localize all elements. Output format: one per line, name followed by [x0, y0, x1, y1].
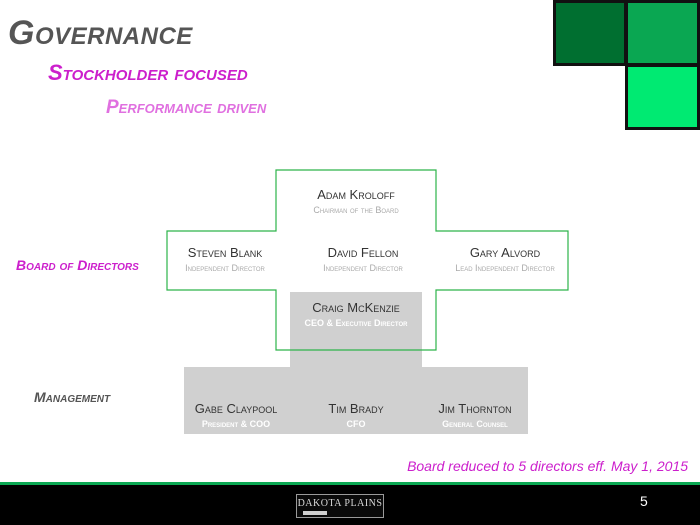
company-logo: DAKOTA PLAINS [296, 494, 384, 518]
director-card-1: Steven Blank Independent Director [170, 245, 280, 273]
director-card-3: Gary Alvord Lead Independent Director [442, 245, 568, 273]
management-card-1: Gabe Claypool President & COO [186, 401, 286, 429]
board-reduction-note: Board reduced to 5 directors eff. May 1,… [407, 458, 688, 474]
person-name: Gabe Claypool [194, 401, 278, 416]
person-name: Steven Blank [187, 245, 263, 260]
person-role: Chairman of the Board [313, 205, 399, 215]
ceo-card: Craig McKenzie CEO & Executive Director [296, 300, 416, 328]
subtitle-performance: Performance driven [106, 97, 267, 118]
logo-mark [303, 511, 327, 515]
person-name: Gary Alvord [469, 245, 541, 260]
person-role: General Counsel [442, 419, 508, 429]
person-name: Jim Thornton [438, 401, 512, 416]
person-role: CFO [346, 419, 366, 429]
slide-title: Governance [8, 14, 193, 52]
person-role: President & COO [201, 419, 271, 429]
decor-square-mid [625, 0, 700, 66]
person-role: Independent Director [323, 263, 403, 273]
person-role: CEO & Executive Director [304, 318, 408, 328]
page-number: 5 [640, 493, 648, 509]
person-role: Independent Director [185, 263, 265, 273]
board-label: Board of Directors [16, 257, 139, 273]
management-label: Management [34, 389, 111, 405]
management-box [184, 367, 528, 434]
decor-square-dark [553, 0, 627, 66]
director-card-2: David Fellon Independent Director [308, 245, 418, 273]
chairman-card: Adam Kroloff Chairman of the Board [306, 187, 406, 215]
management-card-2: Tim Brady CFO [306, 401, 406, 429]
person-role: Lead Independent Director [455, 263, 555, 273]
logo-text: DAKOTA PLAINS [297, 498, 383, 509]
person-name: David Fellon [327, 245, 399, 260]
subtitle-stockholder: Stockholder focused [48, 60, 248, 85]
person-name: Craig McKenzie [312, 300, 400, 315]
decor-square-bright [625, 64, 700, 130]
management-card-3: Jim Thornton General Counsel [425, 401, 525, 429]
person-name: Tim Brady [328, 401, 384, 416]
person-name: Adam Kroloff [317, 187, 395, 202]
